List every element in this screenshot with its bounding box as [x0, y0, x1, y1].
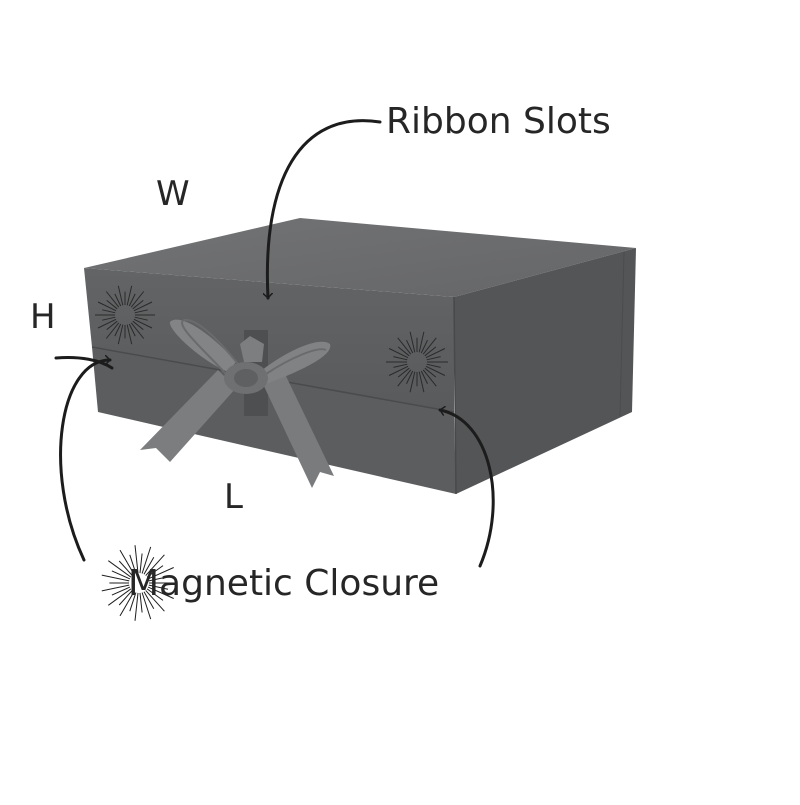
- sunburst-ray: [111, 570, 131, 580]
- sunburst-ray: [130, 291, 145, 308]
- sunburst-ray: [106, 300, 118, 310]
- box-lid-top: [84, 218, 636, 297]
- sunburst-ray: [145, 554, 165, 576]
- sunburst-ray: [132, 320, 144, 330]
- sunburst-ray: [130, 322, 145, 339]
- sunburst-ray: [114, 293, 122, 307]
- sunburst-ray: [106, 320, 118, 330]
- sunburst-ray: [108, 560, 132, 578]
- sunburst-ray: [397, 346, 410, 357]
- sunburst-ray: [119, 549, 135, 575]
- sunburst-ray: [418, 331, 425, 353]
- sunburst-ray: [134, 316, 148, 321]
- sunburst-ray: [141, 592, 152, 620]
- sunburst-ray: [118, 590, 133, 606]
- sunburst-ray: [397, 337, 412, 355]
- sunburst-ray: [406, 339, 414, 354]
- curved-arrow: [438, 410, 495, 568]
- sunburst-ray: [388, 348, 409, 359]
- sunburst-ray: [105, 322, 120, 339]
- sunburst-ray: [128, 293, 136, 307]
- sunburst-ray: [148, 576, 169, 582]
- sunburst-ray: [119, 591, 135, 617]
- sunburst-ray: [139, 592, 143, 613]
- sunburst-ray: [114, 323, 122, 337]
- sunburst-ray: [128, 323, 136, 337]
- annotation-arrows: [54, 119, 495, 568]
- sunburst-ray: [146, 565, 164, 578]
- sunburst-ray: [397, 369, 412, 387]
- sunburst-icon: [386, 331, 448, 393]
- sunburst-ray: [145, 590, 165, 612]
- sunburst-ray: [139, 553, 143, 574]
- sunburst-ray: [143, 557, 155, 575]
- curved-arrow: [267, 119, 382, 300]
- sunburst-ray: [146, 588, 164, 601]
- sunburst-ray: [388, 365, 409, 376]
- gift-box: [84, 218, 636, 495]
- height-tick: [54, 356, 114, 370]
- sunburst-ray: [134, 309, 148, 314]
- magnetic-closure-label: Magnetic Closure: [128, 563, 440, 604]
- sunburst-ray: [420, 339, 428, 354]
- sunburst-ray: [101, 574, 130, 582]
- sunburst-ray: [409, 371, 416, 393]
- sunburst-ray: [426, 356, 441, 361]
- sunburst-ray: [105, 291, 120, 308]
- hinge-edge: [619, 251, 625, 417]
- sunburst-ray: [102, 316, 116, 321]
- box-base-front: [92, 347, 456, 494]
- sunburst-ray: [101, 584, 130, 592]
- ribbon-bow: [140, 318, 334, 488]
- sunburst-ray: [108, 588, 132, 606]
- sunburst-ray: [420, 370, 428, 385]
- sunburst-icon: [101, 545, 177, 621]
- sunburst-ray: [425, 365, 446, 376]
- sunburst-ray: [393, 356, 408, 361]
- sunburst-ray: [134, 545, 139, 574]
- sunburst-ray: [133, 301, 153, 312]
- sunburst-ray: [102, 309, 116, 314]
- sunburst-ray: [422, 337, 437, 355]
- sunburst-ray: [393, 363, 408, 368]
- sunburst-icon: [95, 285, 155, 345]
- sunburst-ray: [406, 370, 414, 385]
- sunburst-ray: [141, 546, 152, 574]
- sunburst-ray: [97, 318, 117, 329]
- width-label: W: [156, 174, 190, 214]
- sunburst-ray: [148, 584, 169, 590]
- sunburst-ray: [422, 369, 437, 387]
- height-label: H: [30, 297, 56, 337]
- length-label: L: [224, 477, 243, 517]
- curved-arrow: [59, 360, 112, 562]
- box-lid-front: [84, 268, 454, 412]
- sunburst-ray: [126, 285, 133, 306]
- ribbon-slots-label: Ribbon Slots: [386, 101, 611, 142]
- sunburst-ray: [147, 586, 174, 599]
- sunburst-ray: [418, 371, 425, 393]
- sunburst-ray: [409, 331, 416, 353]
- sunburst-ray: [111, 586, 131, 596]
- sunburst-ray: [143, 591, 155, 609]
- sunburst-ray: [426, 363, 441, 368]
- sunburst-ray: [134, 592, 139, 621]
- sunburst-ray: [117, 324, 124, 345]
- sunburst-ray: [129, 592, 137, 612]
- sunburst-ray: [133, 318, 153, 329]
- sunburst-ray: [397, 367, 410, 378]
- sunburst-ray: [117, 285, 124, 306]
- sunburst-ray: [132, 300, 144, 310]
- sunburst-ray: [147, 567, 174, 580]
- sunburst-ray: [118, 560, 133, 576]
- sunburst-ray: [425, 348, 446, 359]
- side-edge: [453, 296, 457, 495]
- sunburst-ray: [129, 554, 137, 574]
- sunburst-ray: [424, 346, 437, 357]
- sunburst-ray: [126, 324, 133, 345]
- sunburst-ray: [97, 301, 117, 312]
- sunburst-ray: [424, 367, 437, 378]
- box-side: [454, 248, 636, 494]
